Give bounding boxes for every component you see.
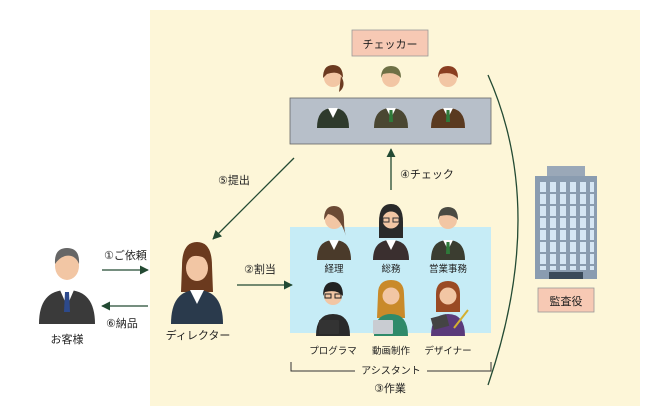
stylus-icon: [453, 309, 469, 329]
checker-title: チェッカー: [363, 38, 418, 51]
building-icon: [535, 166, 597, 279]
member-label-video-creator: 動画制作: [372, 345, 411, 357]
member-label-sales-admin: 営業事務: [429, 263, 468, 275]
checker-title-box: [351, 29, 429, 57]
assistant-sales-admin: [431, 207, 465, 260]
auditor-label: 監査役: [550, 294, 583, 308]
step-deliver-label: ⑥納品: [106, 317, 138, 330]
step-assign-label: ②割当: [244, 262, 276, 276]
submit-arrow: [212, 157, 295, 240]
checker-man-1: [374, 66, 408, 128]
step-work-label: ③作業: [374, 382, 406, 395]
assistant-general-affairs: [373, 204, 409, 260]
assistant-video-creator: [373, 280, 408, 336]
checker-woman: [317, 65, 349, 128]
member-label-designer: デザイナー: [424, 345, 471, 357]
tablet-icon: [430, 314, 450, 330]
director-label: ディレクター: [166, 328, 231, 342]
assistant-designer: [430, 281, 469, 336]
auditor-label-box: [537, 287, 595, 313]
director-avatar: [171, 242, 223, 324]
assistant-programmer: [316, 282, 350, 336]
assistant-group-label: アシスタント: [361, 365, 421, 377]
client-label: お客様: [51, 332, 84, 346]
step-request-label: ①ご依頼: [104, 248, 147, 262]
step-check-label: ④チェック: [400, 168, 454, 181]
laptop-icon: [373, 320, 393, 334]
assistant-accounting: [317, 206, 351, 260]
member-label-accounting: 経理: [324, 263, 344, 275]
member-label-general-affairs: 総務: [381, 263, 401, 275]
member-label-programmer: プログラマ: [309, 345, 357, 357]
checker-man-2: [431, 66, 465, 128]
client-avatar: [39, 248, 95, 324]
step-submit-label: ⑤提出: [218, 173, 250, 187]
oversight-curve: [487, 74, 519, 386]
laptop-icon: [319, 320, 339, 334]
